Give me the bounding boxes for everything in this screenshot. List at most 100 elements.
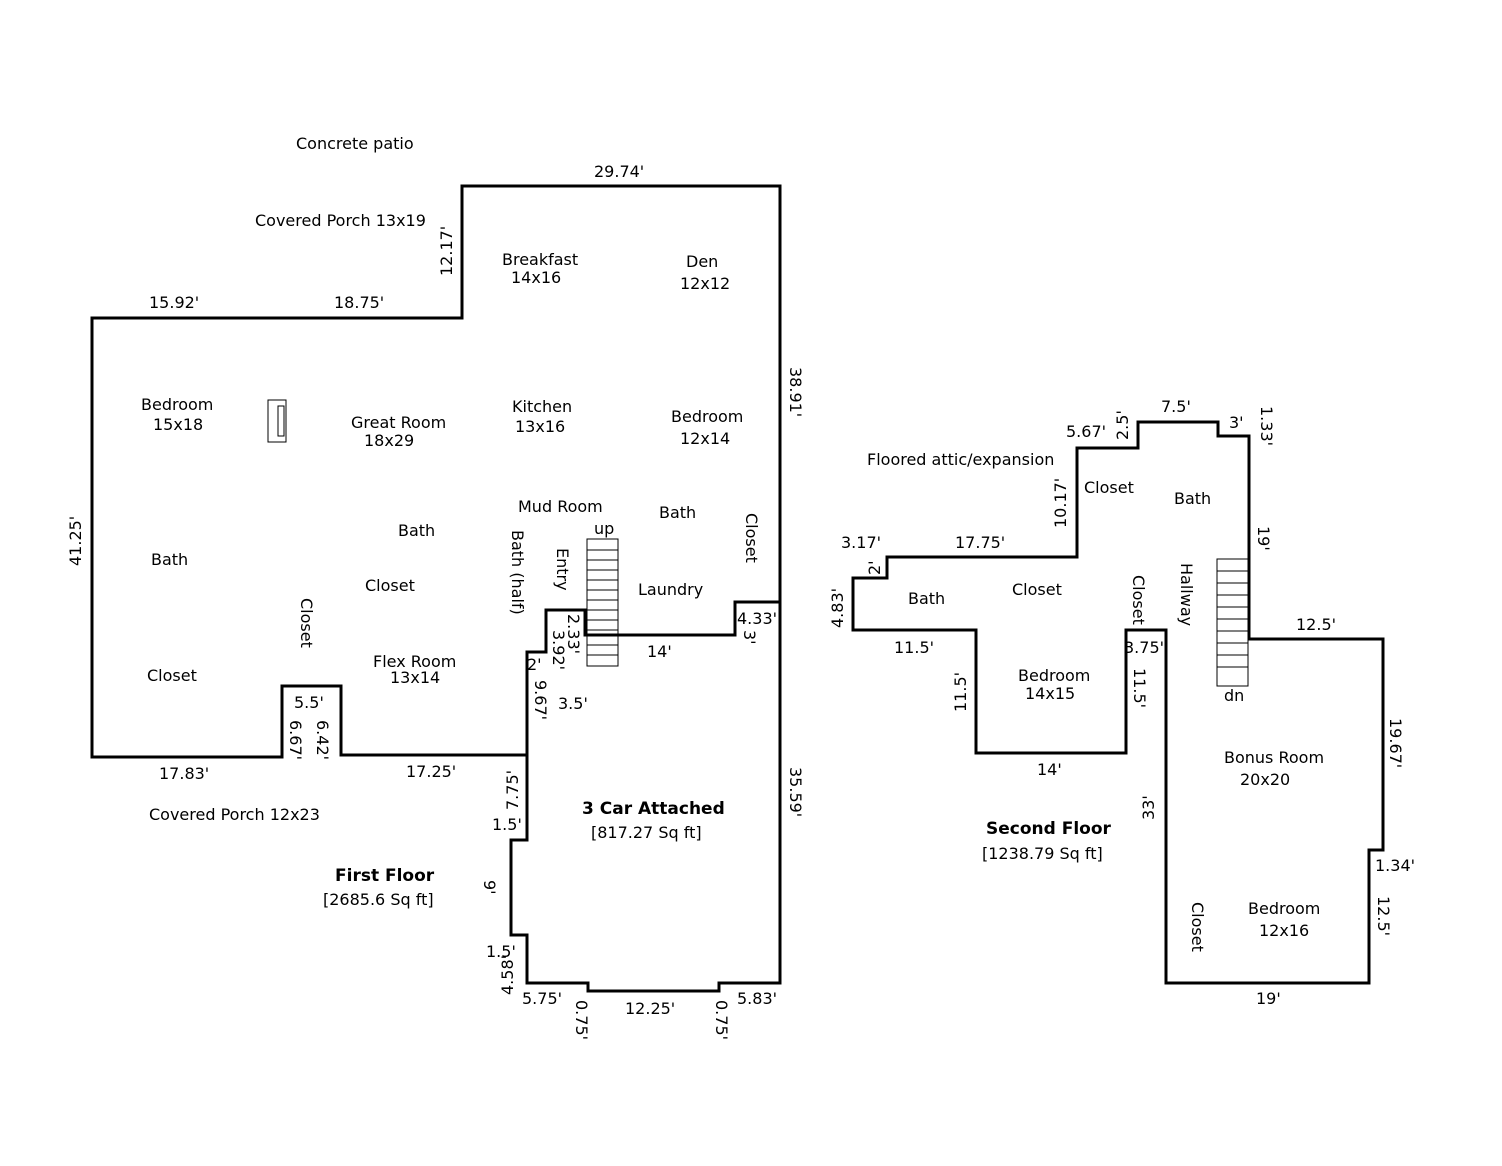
label-bonus-room-size: 20x20 [1240, 770, 1290, 789]
dim-garage-5-83: 5.83' [737, 989, 777, 1008]
dim-11-5-v-left: 11.5' [951, 672, 970, 712]
label-closet-mid: Closet [1012, 580, 1062, 599]
label-concrete-patio: Concrete patio [296, 134, 414, 153]
label-dn: dn [1224, 686, 1244, 705]
label-covered-porch-top: Covered Porch 13x19 [255, 211, 426, 230]
dim-step-2-33: 2.33' [564, 614, 583, 654]
label-bath-right: Bath [659, 503, 696, 522]
dim-right-lower: 35.59' [786, 767, 805, 817]
label-great-room-size: 18x29 [364, 431, 414, 450]
dim-10-17: 10.17' [1051, 478, 1070, 528]
dim-3-75: 3.75' [1124, 638, 1164, 657]
dim-12-5-top: 12.5' [1296, 615, 1336, 634]
dim-right-upper: 38.91' [786, 367, 805, 417]
label-den: Den [686, 252, 718, 271]
label-bedroom-left: Bedroom [141, 395, 213, 414]
label-bath-left-2: Bath [908, 589, 945, 608]
label-bedroom-mid: Bedroom [1018, 666, 1090, 685]
label-bath-left: Bath [151, 550, 188, 569]
dim-left-top-a: 15.92' [149, 293, 199, 312]
second-floor-title: Second Floor [986, 819, 1112, 839]
dim-4-83: 4.83' [828, 588, 847, 628]
dim-garage-12-25: 12.25' [625, 999, 675, 1018]
dim-19-bottom: 19' [1256, 989, 1281, 1008]
label-den-size: 12x12 [680, 274, 730, 293]
dim-notch-6-67: 6.67' [286, 720, 305, 760]
label-covered-porch-bottom: Covered Porch 12x23 [149, 805, 320, 824]
dim-3: 3' [1229, 413, 1244, 432]
label-flex-room: Flex Room [373, 652, 456, 671]
dim-step-9-67: 9.67' [531, 680, 550, 720]
dim-3-17: 3.17' [841, 533, 881, 552]
label-closet-bottom: Closet [1188, 902, 1207, 952]
dim-17-75: 17.75' [955, 533, 1005, 552]
dim-step-2: 2' [527, 655, 542, 674]
label-breakfast-size: 14x16 [511, 268, 561, 287]
label-bedroom-right-size: 12x14 [680, 429, 730, 448]
first-floor-outline [90, 184, 782, 993]
label-closet-vertical: Closet [297, 598, 316, 648]
garage-area: [817.27 Sq ft] [591, 823, 702, 842]
dim-19-67: 19.67' [1386, 718, 1405, 768]
dim-garage-4-58: 4.58' [498, 955, 517, 995]
dim-garage-1-5-bottom: 1.5' [486, 942, 516, 961]
label-closet-left: Closet [147, 666, 197, 685]
fireplace-icon [267, 399, 287, 443]
dim-33: 33' [1139, 795, 1158, 820]
second-floor-outline [851, 420, 1385, 985]
dim-bottom-17-83: 17.83' [159, 764, 209, 783]
first-floor-area: [2685.6 Sq ft] [323, 890, 434, 909]
label-entry: Entry [553, 548, 572, 591]
dim-7-5: 7.5' [1161, 397, 1191, 416]
dim-step-3-92: 3.92' [549, 630, 568, 670]
label-great-room: Great Room [351, 413, 446, 432]
label-closet-top: Closet [1084, 478, 1134, 497]
dim-12-5-right: 12.5' [1374, 896, 1393, 936]
label-bonus-room: Bonus Room [1224, 748, 1324, 767]
label-breakfast: Breakfast [502, 250, 578, 269]
label-bath-half: Bath (half) [508, 530, 527, 615]
label-bath-top: Bath [1174, 489, 1211, 508]
label-bedroom-bottom-size: 12x16 [1259, 921, 1309, 940]
label-closet-center: Closet [365, 576, 415, 595]
dim-11-5-v-right: 11.5' [1130, 668, 1149, 708]
label-up: up [594, 519, 614, 538]
label-bedroom-bottom: Bedroom [1248, 899, 1320, 918]
dim-garage-1-5-top: 1.5' [492, 815, 522, 834]
dim-11-5-h: 11.5' [894, 638, 934, 657]
dim-left-top-b: 18.75' [334, 293, 384, 312]
dim-notch-5-5: 5.5' [294, 693, 324, 712]
label-mud-room: Mud Room [518, 497, 603, 516]
dim-garage-7-75: 7.75' [503, 770, 522, 810]
label-kitchen: Kitchen [512, 397, 572, 416]
stairs-down-icon [1216, 558, 1249, 687]
label-kitchen-size: 13x16 [515, 417, 565, 436]
label-bedroom-right: Bedroom [671, 407, 743, 426]
dim-garage-0-75-right: 0.75' [712, 1000, 731, 1040]
dim-14: 14' [1037, 760, 1062, 779]
label-hallway: Hallway [1177, 563, 1196, 626]
second-floor-area: [1238.79 Sq ft] [982, 844, 1103, 863]
dim-step-14: 14' [647, 642, 672, 661]
garage-divider-wall [525, 600, 780, 755]
label-flex-room-size: 13x14 [390, 668, 440, 687]
dim-5-67: 5.67' [1066, 422, 1106, 441]
first-floor-title: First Floor [335, 866, 435, 886]
dim-left-side: 41.25' [66, 516, 85, 566]
dim-porch-height: 12.17' [437, 226, 456, 276]
dim-step-3-5: 3.5' [558, 694, 588, 713]
label-bedroom-left-size: 15x18 [153, 415, 203, 434]
garage-title: 3 Car Attached [582, 799, 725, 819]
label-bath-center: Bath [398, 521, 435, 540]
fireplace-inner [277, 405, 285, 437]
dim-step-3: 3' [740, 630, 759, 645]
dim-top: 29.74' [594, 162, 644, 181]
label-closet-right: Closet [742, 513, 761, 563]
dim-19-right: 19' [1254, 526, 1273, 551]
label-floored-attic: Floored attic/expansion [867, 450, 1054, 469]
stairs-up-icon [586, 538, 619, 667]
dim-1-33: 1.33' [1257, 406, 1276, 446]
dim-2: 2' [865, 560, 884, 575]
dim-2-5: 2.5' [1113, 410, 1132, 440]
